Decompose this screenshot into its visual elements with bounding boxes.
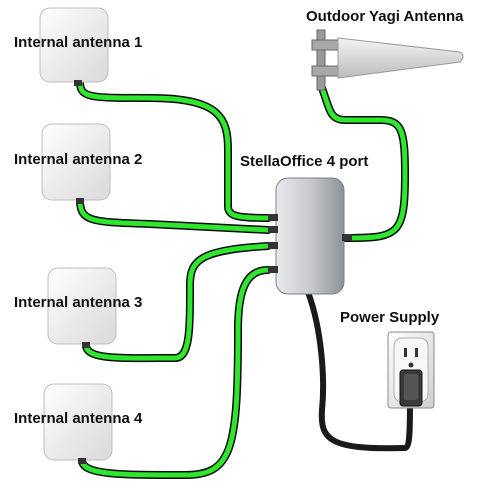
power-cable — [305, 289, 413, 452]
label-internal-antenna-3: Internal antenna 3 — [14, 294, 143, 311]
internal-antenna-2-panel — [41, 123, 111, 204]
antenna-cables — [76, 78, 409, 479]
label-booster: StellaOffice 4 port — [240, 153, 369, 170]
booster-unit — [268, 177, 352, 295]
label-internal-antenna-2: Internal antenna 2 — [14, 151, 143, 168]
label-outdoor-yagi-antenna: Outdoor Yagi Antenna — [306, 8, 464, 25]
label-power-supply: Power Supply — [340, 309, 440, 326]
power-outlet — [387, 331, 435, 409]
internal-antenna-3-panel — [47, 267, 117, 348]
internal-antenna-1-panel — [39, 7, 109, 86]
yagi-antenna — [311, 29, 464, 91]
label-internal-antenna-4: Internal antenna 4 — [14, 410, 143, 427]
internal-antenna-4-panel — [43, 383, 113, 464]
label-internal-antenna-1: Internal antenna 1 — [14, 34, 143, 51]
